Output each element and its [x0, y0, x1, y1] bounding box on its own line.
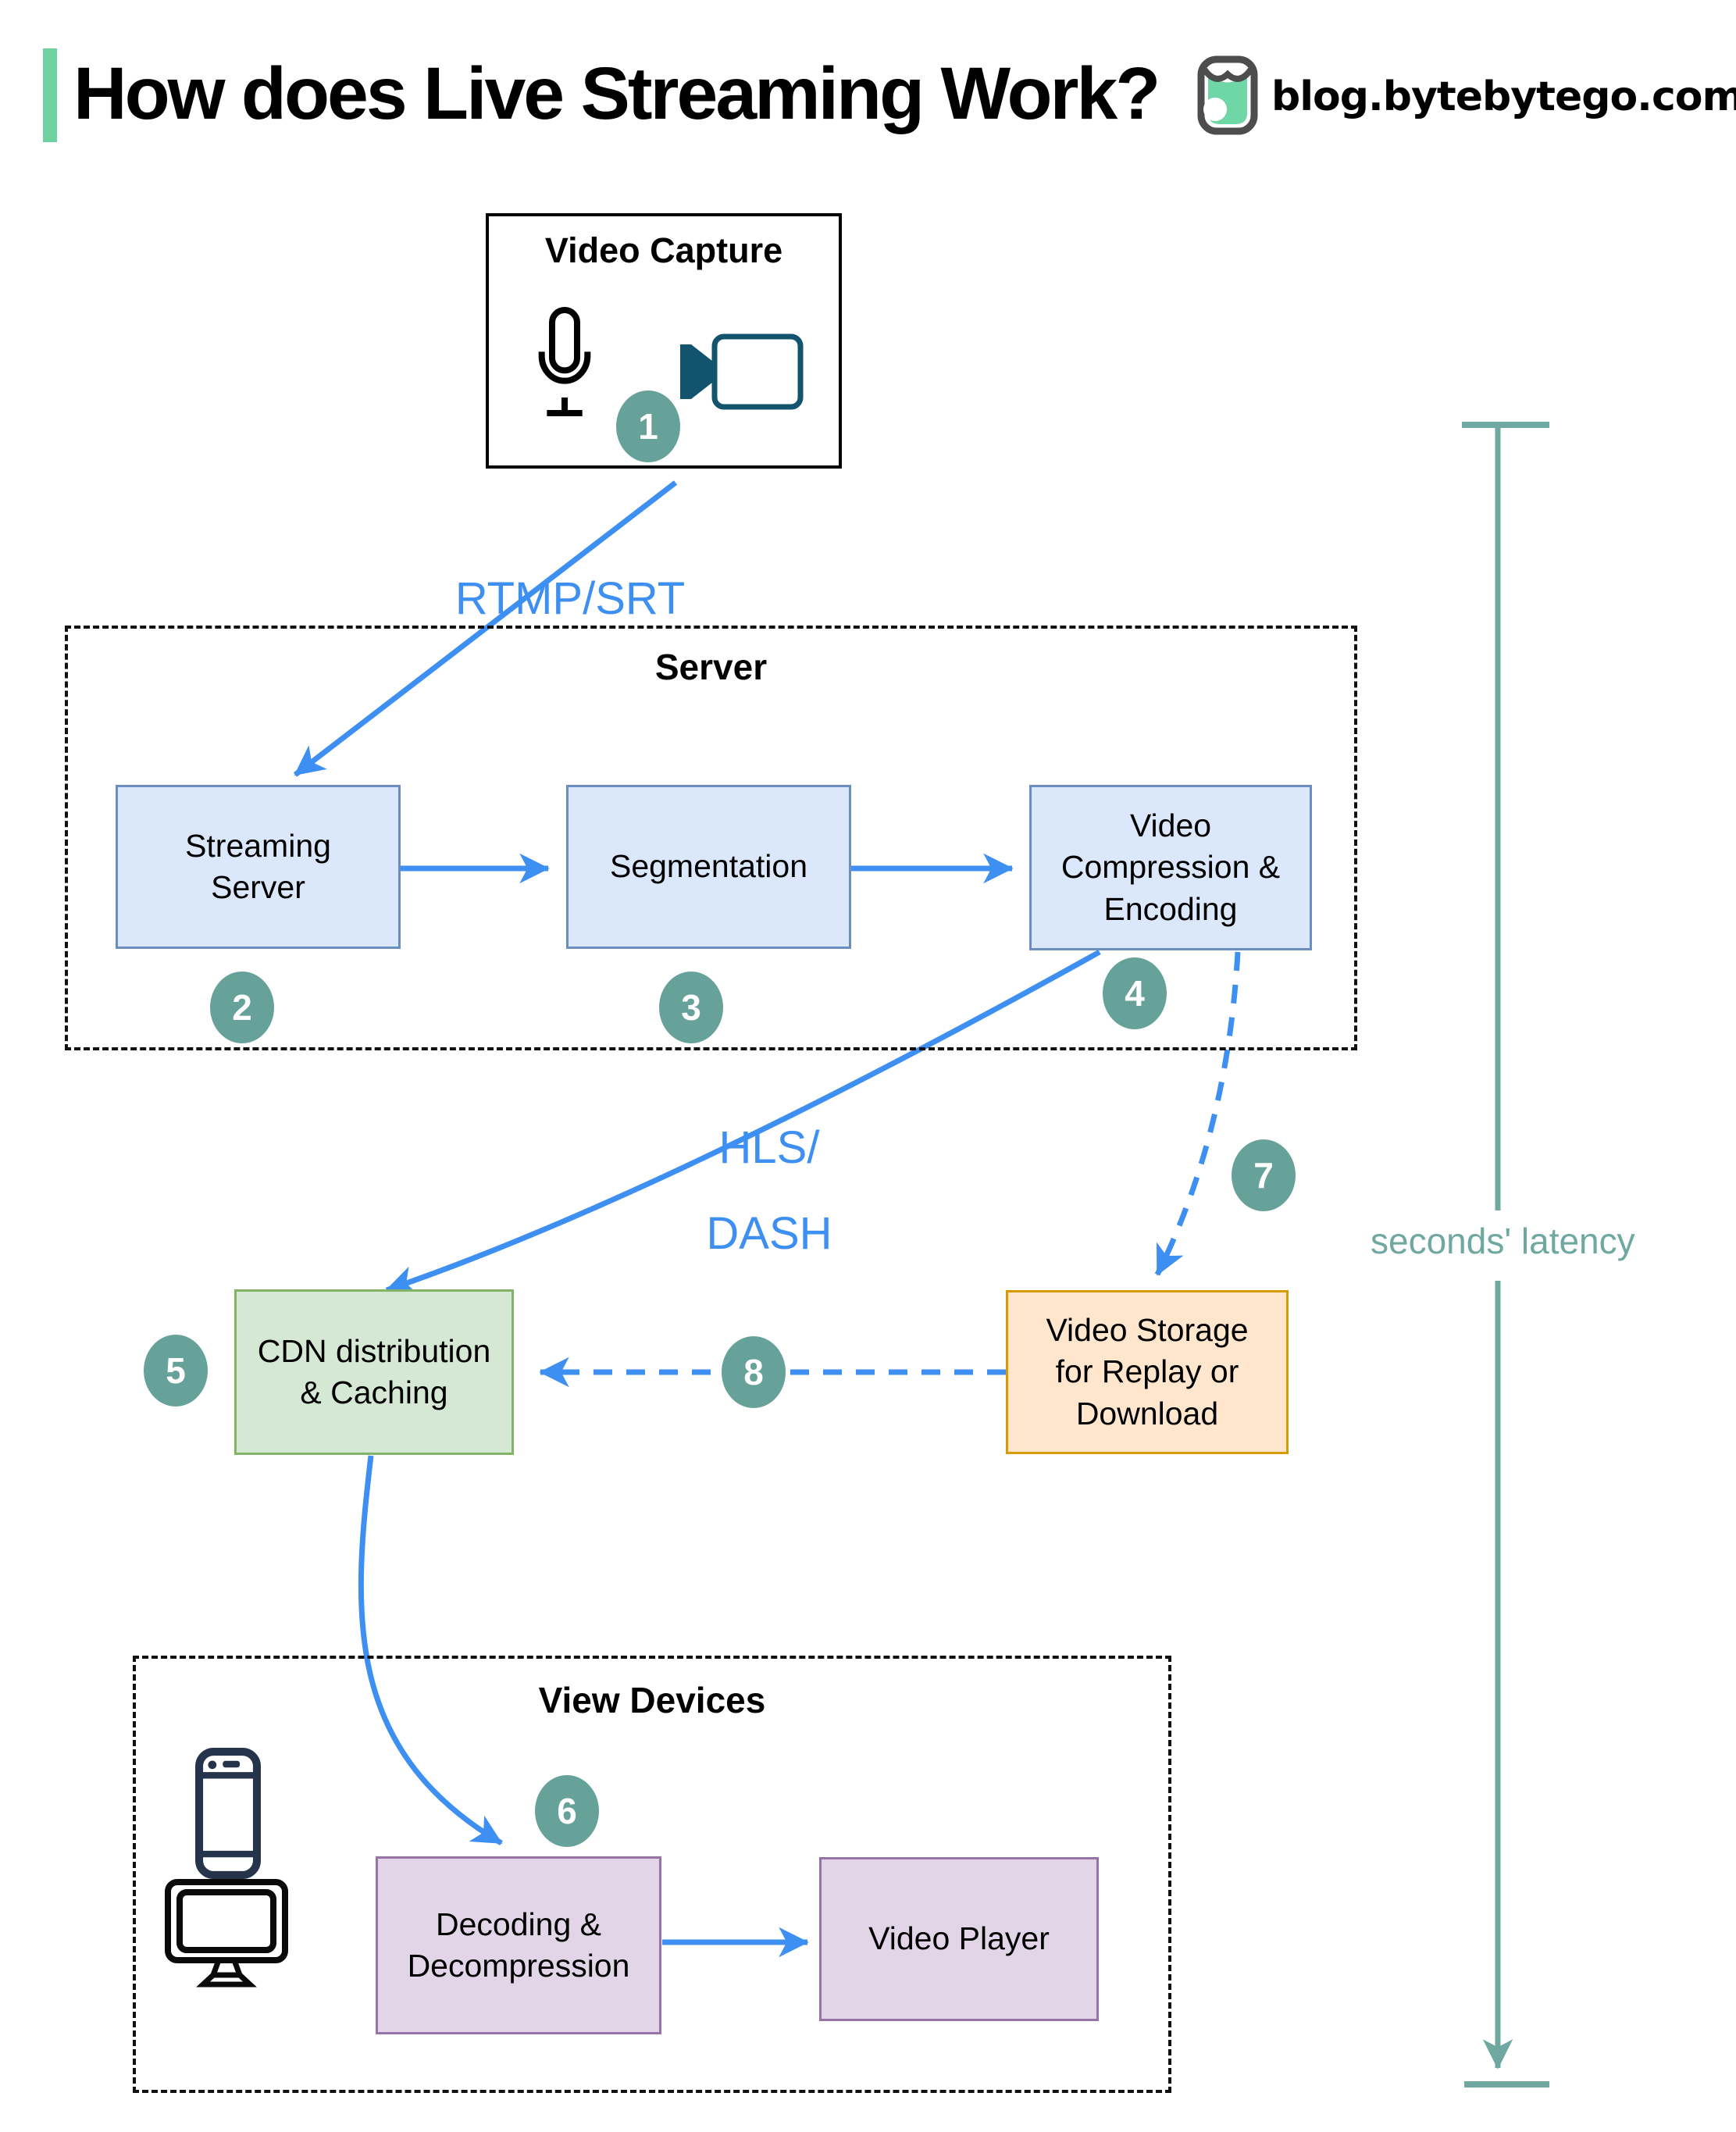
site-url: blog.bytebytego.com: [1271, 73, 1736, 120]
step-7-badge: 7: [1232, 1139, 1296, 1211]
hls-dash-label: HLS/ DASH: [706, 1122, 832, 1260]
video-compression-node: Video Compression & Encoding: [1029, 785, 1312, 950]
logo-white-crescent: [1203, 98, 1227, 121]
bytebytego-owl-logo: [1197, 55, 1258, 135]
arrow-cdn-to-decoding: [358, 1455, 503, 1846]
arrow-compression-to-cdn-hls: [385, 949, 1101, 1296]
logo-brow: [1202, 67, 1253, 82]
step-3-badge: 3: [659, 972, 723, 1043]
step-2-badge: 2: [210, 972, 274, 1043]
step-6-number: 6: [557, 1791, 577, 1831]
step-7-number: 7: [1253, 1155, 1274, 1196]
step-1-badge: 1: [616, 390, 680, 462]
video-player-node: Video Player: [819, 1857, 1099, 2021]
view-devices-group-box: View Devices: [133, 1656, 1171, 2093]
step-3-number: 3: [681, 987, 701, 1028]
smartphone-icon: [195, 1748, 261, 1879]
step-4-number: 4: [1125, 973, 1145, 1014]
step-4-badge: 4: [1103, 957, 1167, 1029]
step-1-number: 1: [638, 406, 658, 447]
step-5-number: 5: [166, 1350, 186, 1391]
view-devices-group-label: View Devices: [538, 1680, 766, 1720]
latency-label: seconds' latency: [1371, 1221, 1635, 1261]
step-8-badge: 8: [722, 1336, 786, 1408]
desktop-monitor-icon: [165, 1879, 288, 1988]
streaming-server-node: Streaming Server: [116, 785, 401, 949]
video-capture-label: Video Capture: [544, 230, 783, 270]
camera-lens: [680, 344, 716, 399]
title-accent-bar: [43, 48, 57, 142]
video-camera-icon: [680, 333, 804, 410]
rtmp-srt-label: RTMP/SRT: [454, 573, 686, 624]
arrow-capture-to-streaming-server: [293, 480, 678, 777]
server-group-box: Server: [65, 626, 1357, 1050]
segmentation-node: Segmentation: [566, 785, 851, 949]
cdn-node: CDN distribution & Caching: [234, 1289, 514, 1455]
step-5-badge: 5: [144, 1335, 208, 1406]
step-6-badge: 6: [535, 1775, 599, 1847]
video-storage-node: Video Storage for Replay or Download: [1006, 1290, 1289, 1454]
step-8-number: 8: [743, 1352, 764, 1392]
server-group-label: Server: [654, 647, 768, 687]
microphone-icon: [538, 307, 591, 416]
arrow-compression-to-storage-dashed: [1154, 951, 1241, 1276]
page-title: How does Live Streaming Work?: [73, 52, 1160, 135]
decoding-node: Decoding & Decompression: [376, 1856, 661, 2034]
step-2-number: 2: [232, 987, 252, 1028]
